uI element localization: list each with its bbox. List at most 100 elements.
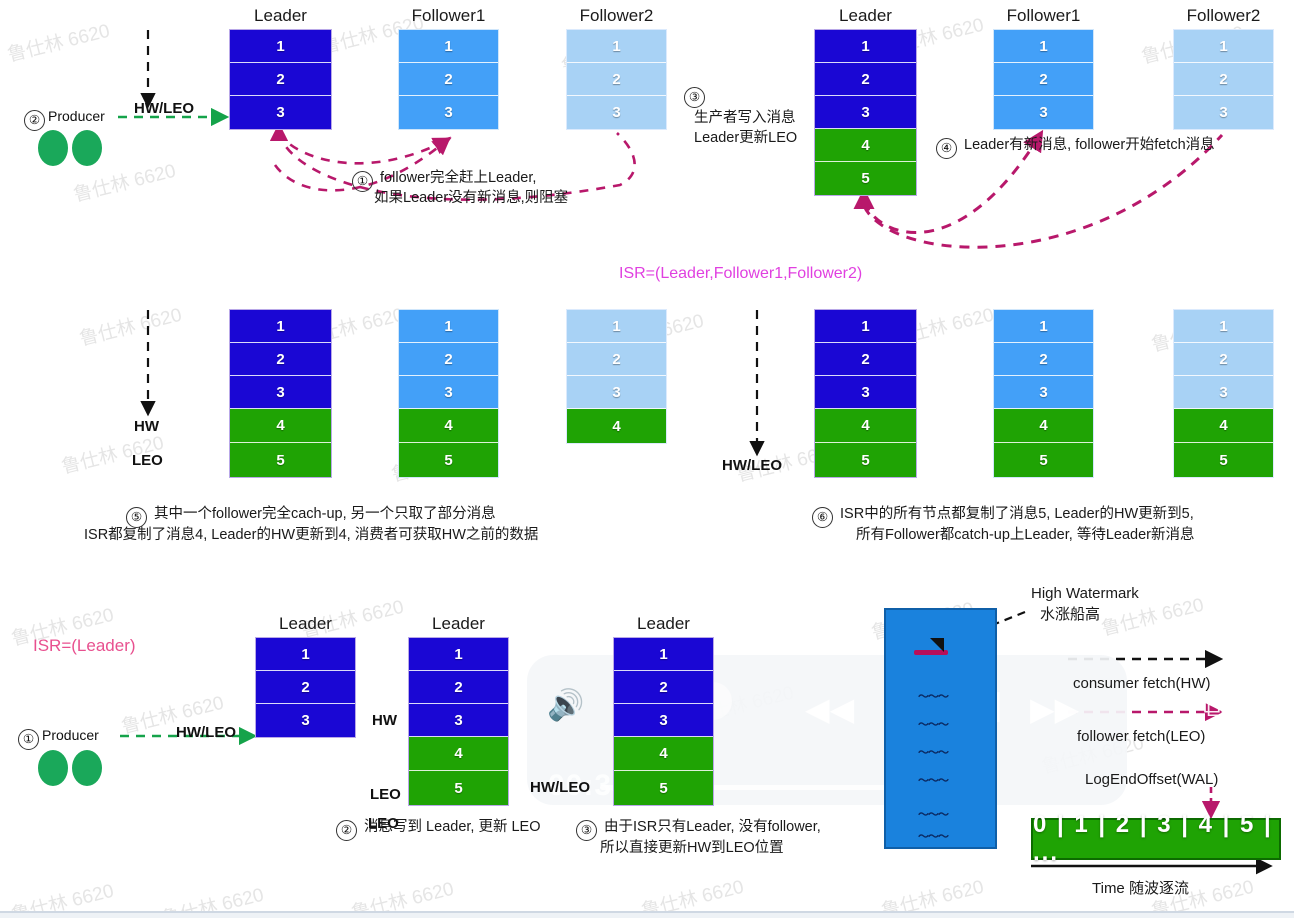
caption-bottom-3-line2: 所以直接更新HW到LEO位置 (600, 840, 784, 856)
wave-icon: 〜〜〜 (918, 719, 949, 731)
log-cell: 3 (230, 376, 331, 409)
log-cell: 3 (1174, 96, 1273, 129)
step3-badge-row: ③ (684, 84, 708, 108)
caption-mid-left-line1: 其中一个follower完全cach-up, 另一个只取了部分消息 (154, 506, 496, 522)
wave-icon: 〜〜〜 (918, 775, 949, 787)
log-cell: 5 (994, 443, 1093, 477)
leo-label-bottom-2: LEO (370, 786, 401, 803)
hw-label-bottom-2: HW (372, 712, 397, 729)
log-cell: 2 (567, 63, 666, 96)
log-cell: 2 (230, 343, 331, 376)
caption-mid-left: ⑤ 其中一个follower完全cach-up, 另一个只取了部分消息 (126, 504, 496, 528)
stack-title: Leader (637, 614, 690, 633)
log-cell: 4 (399, 409, 498, 443)
log-cell: 2 (1174, 63, 1273, 96)
log-cell: 3 (399, 96, 498, 129)
watermark: 鲁仕林 6620 (77, 304, 185, 351)
high-watermark-title-en: High Watermark (1031, 585, 1139, 602)
watermark: 鲁仕林 6620 (5, 20, 113, 67)
log-cell: 3 (994, 96, 1093, 129)
log-cell: 3 (567, 376, 666, 409)
stack-title: Follower2 (579, 6, 654, 25)
log-cell: 5 (815, 443, 916, 477)
caption-mid-left-line2: ISR都复制了消息4, Leader的HW更新到4, 消费者可获取HW之前的数据 (84, 527, 539, 543)
wave-icon: 〜〜〜 (918, 747, 949, 759)
log-cell: 3 (409, 704, 508, 737)
log-cell: 2 (1174, 343, 1273, 376)
hw-label-mid-left: HW (134, 418, 159, 435)
wave-icon: 〜〜〜 (918, 831, 949, 843)
step-badge-1-bottom: ① (18, 728, 39, 750)
step-badge-3-bottom: ③ (576, 819, 597, 841)
log-cell: 2 (815, 343, 916, 376)
leo-label-mid-left: LEO (132, 452, 163, 469)
time-axis-label: Time 随波逐流 (1092, 880, 1189, 897)
log-cell: 4 (815, 409, 916, 443)
log-cell: 5 (409, 771, 508, 805)
offsets-bar: 0 | 1 | 2 | 3 | 4 | 5 | ... (1031, 811, 1281, 866)
log-cell: 3 (815, 96, 916, 129)
log-cell: 4 (994, 409, 1093, 443)
log-cell: 5 (614, 771, 713, 805)
step-badge-2-bottom: ② (336, 819, 357, 841)
log-cell: 3 (815, 376, 916, 409)
volume-icon[interactable]: 🔊 (547, 689, 585, 722)
log-cell: 2 (399, 343, 498, 376)
log-cell: 1 (230, 30, 331, 63)
stack-leader-top-right: Leader 1 2 3 4 5 (814, 6, 917, 196)
wave-icon: 〜〜〜 (918, 809, 949, 821)
log-cell: 1 (567, 310, 666, 343)
log-cell: 2 (994, 343, 1093, 376)
log-cell: 1 (994, 30, 1093, 63)
caption-bottom-2-text: 消息写到 Leader, 更新 LEO (364, 819, 541, 835)
log-cell: 2 (409, 671, 508, 704)
hw-leo-label-bottom-producer: HW/LEO (176, 724, 236, 741)
caption-bottom-2: ② 消息写到 Leader, 更新 LEO (336, 817, 541, 841)
log-cell: 3 (256, 704, 355, 737)
log-cell: 1 (815, 310, 916, 343)
stack-title: Follower2 (1186, 6, 1261, 25)
log-cell: 1 (815, 30, 916, 63)
step-badge-5: ⑤ (126, 506, 147, 528)
wave-icon: 〜〜〜 (918, 691, 949, 703)
caption-mid-right-line2: 所有Follower都catch-up上Leader, 等待Leader新消息 (856, 527, 1195, 543)
stack-leader-mid-left: 1 2 3 4 5 (229, 309, 332, 478)
log-cell: 3 (230, 96, 331, 129)
stack-follower1-mid-left: 1 2 3 4 5 (398, 309, 499, 478)
step-badge-2: ② (24, 109, 45, 131)
log-cell: 5 (230, 443, 331, 477)
note-top-left-line2: 如果Leader没有新消息,则阻塞 (374, 190, 569, 206)
log-end-offset-label: LogEndOffset(WAL) (1085, 771, 1219, 788)
stack-follower2-mid-right: 1 2 3 4 5 (1173, 309, 1274, 478)
stack-follower2-mid-left: 1 2 3 4 (566, 309, 667, 444)
rewind-icon[interactable]: ◀◀ (805, 691, 855, 727)
caption-mid-right-line1: ISR中的所有节点都复制了消息5, Leader的HW更新到5, (840, 506, 1194, 522)
producer-text: Producer (48, 108, 105, 124)
caption-bottom-3-line1: 由于ISR只有Leader, 没有follower, (604, 819, 821, 835)
stack-leader-bottom-3: Leader 1 2 3 4 5 (613, 614, 714, 806)
caption-bottom-3: ③ 由于ISR只有Leader, 没有follower, (576, 817, 821, 841)
isr-label-middle: ISR=(Leader,Follower1,Follower2) (619, 265, 863, 282)
log-cell: 4 (614, 737, 713, 771)
log-cell: 3 (567, 96, 666, 129)
step3-line2: Leader更新LEO (694, 130, 798, 146)
video-scrubber-track[interactable] (600, 785, 930, 790)
log-cell: 4 (230, 409, 331, 443)
note-top-left: ① follower完全赶上Leader, (352, 168, 536, 192)
caption-mid-right: ⑥ ISR中的所有节点都复制了消息5, Leader的HW更新到5, (812, 504, 1194, 528)
step-badge-1: ① (352, 170, 373, 192)
hw-leo-label-top-left: HW/LEO (134, 100, 194, 117)
log-cell: 4 (409, 737, 508, 771)
pip-icon[interactable]: ⧉ (1203, 690, 1225, 723)
log-cell: 3 (994, 376, 1093, 409)
log-cell: 2 (230, 63, 331, 96)
follower-fetch-label: follower fetch(LEO) (1077, 728, 1206, 745)
log-cell: 3 (614, 704, 713, 737)
forward-icon[interactable]: ▶▶ (1030, 691, 1080, 727)
log-cell: 2 (994, 63, 1093, 96)
log-cell: 4 (1174, 409, 1273, 443)
stack-title: Follower1 (1006, 6, 1081, 25)
